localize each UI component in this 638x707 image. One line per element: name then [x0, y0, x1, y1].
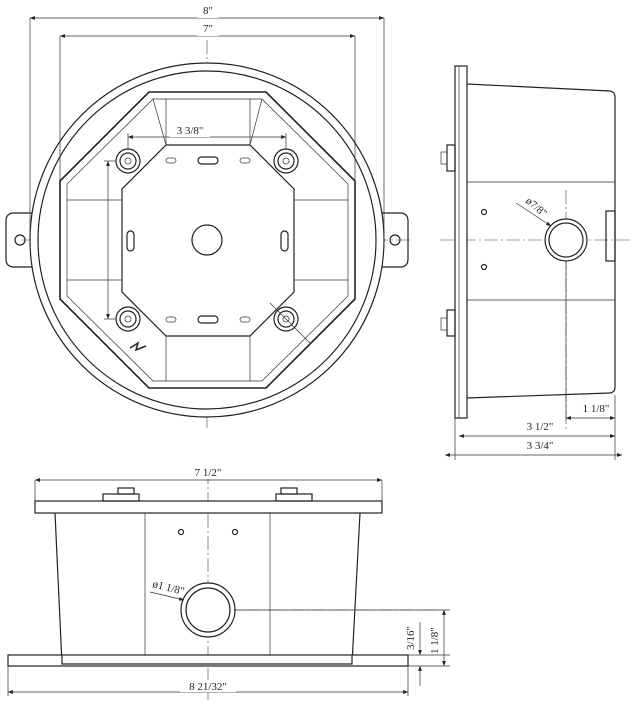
dim-3-1-2: 3 1/2" — [527, 421, 554, 433]
bottom-base — [7, 654, 409, 667]
dim-8-21-32: 8 21/32" — [189, 681, 227, 693]
dim-1-1-8-side: 1 1/8" — [583, 403, 610, 415]
side-knockout — [544, 218, 588, 262]
dim-1-1-8-bottom: 1 1/8" — [429, 627, 441, 654]
center-knockout — [191, 224, 223, 256]
bottom-view: ø1 1/8" 7 1/2" 8 21/32" 3/16" 1 1/8" — [7, 467, 450, 700]
dim-3-3-4: 3 3/4" — [527, 440, 554, 452]
box-octagon — [59, 91, 356, 389]
dim-8-inch: 8" — [203, 5, 213, 17]
side-flange — [454, 65, 468, 419]
brand-logo-mark — [129, 341, 147, 352]
side-view: ø7/8" 1 1/8" 3 1/2" 3 3/4" — [440, 65, 632, 460]
box-outer-flange — [29, 62, 385, 418]
dim-7-1-2: 7 1/2" — [195, 467, 222, 479]
bottom-top-flange — [34, 500, 383, 514]
screw-boss-br — [273, 306, 299, 332]
dim-3-16: 3/16" — [405, 626, 417, 650]
dim-knockout-1-1-8: ø1 1/8" — [151, 578, 185, 597]
dim-7-inch: 7" — [203, 23, 213, 35]
top-view: 8" 7" 3 3/8" — [5, 5, 412, 430]
bottom-knockout — [180, 582, 236, 638]
dim-3-3-8: 3 3/8" — [177, 125, 204, 137]
